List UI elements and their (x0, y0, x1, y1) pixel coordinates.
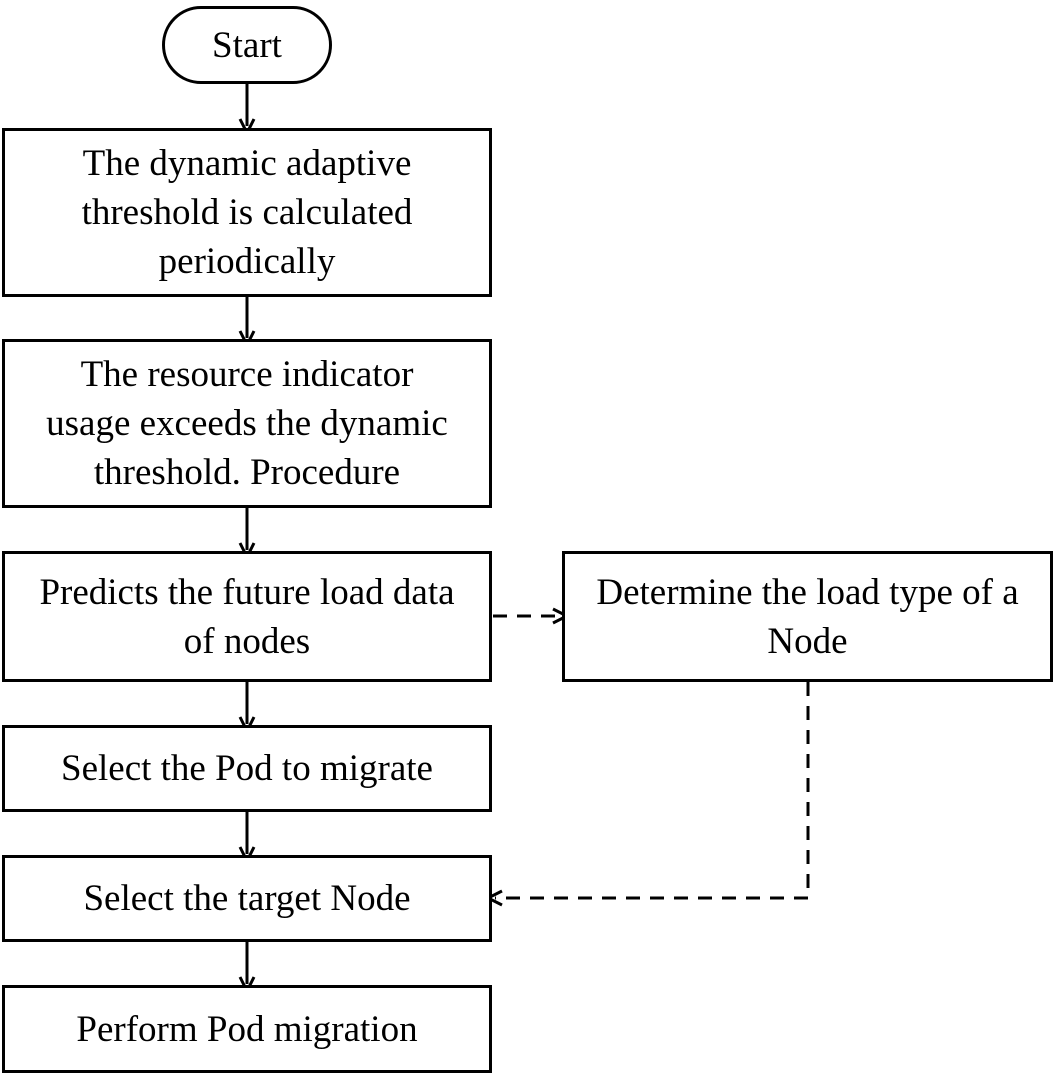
calc-threshold-label: The dynamic adaptive threshold is calcul… (81, 143, 413, 282)
edge-determine-type-to-select-target (495, 682, 810, 898)
perform-migration-step: Perform Pod migration (2, 985, 492, 1073)
predict-load-step: Predicts the future load data of nodes (2, 551, 492, 682)
exceeds-threshold-label: The resource indicator usage exceeds the… (46, 354, 448, 493)
determine-type-step: Determine the load type of a Node (562, 551, 1053, 682)
select-pod-label: Select the Pod to migrate (61, 748, 433, 789)
calc-threshold-step: The dynamic adaptive threshold is calcul… (2, 128, 492, 297)
select-target-label: Select the target Node (83, 878, 411, 919)
select-pod-step: Select the Pod to migrate (2, 725, 492, 812)
select-target-step: Select the target Node (2, 855, 492, 942)
start-terminal: Start (162, 6, 332, 84)
predict-load-label: Predicts the future load data of nodes (39, 571, 455, 662)
exceeds-threshold-step: The resource indicator usage exceeds the… (2, 339, 492, 508)
start-label: Start (212, 24, 282, 66)
perform-migration-label: Perform Pod migration (76, 1008, 418, 1050)
determine-type-label: Determine the load type of a Node (596, 571, 1019, 662)
